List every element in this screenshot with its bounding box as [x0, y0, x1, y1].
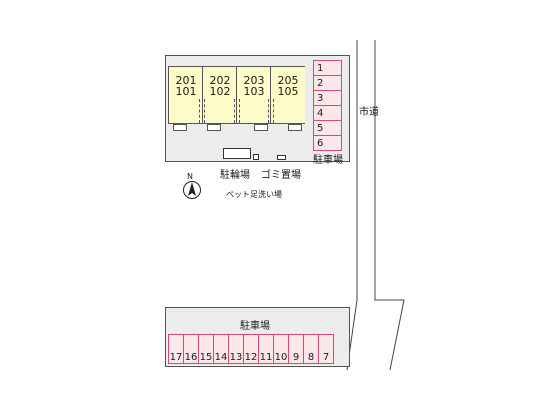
unit-upper: 201 — [175, 74, 197, 87]
parking-space: 17 — [168, 334, 184, 364]
unit-lower: 101 — [175, 85, 197, 98]
parking-north: 1 2 3 4 5 6 — [313, 60, 342, 151]
parking-space: 10 — [273, 334, 289, 364]
unit-upper: 202 — [209, 74, 231, 87]
parking-space: 12 — [243, 334, 259, 364]
unit-3: 203 103 — [237, 67, 271, 123]
parking-space: 5 — [313, 120, 342, 136]
entrance-step — [207, 124, 221, 131]
stair — [268, 99, 274, 123]
parking-space: 11 — [258, 334, 274, 364]
building: 201 101 202 102 203 103 205 105 — [168, 66, 305, 124]
parking-space: 1 — [313, 60, 342, 76]
unit-lower: 105 — [277, 85, 299, 98]
bicycle-label: 駐輪場 — [220, 170, 250, 181]
parking-space: 15 — [198, 334, 214, 364]
parking-south: 17 16 15 14 13 12 11 10 9 8 7 — [168, 334, 339, 364]
road-label: 市道 — [359, 107, 379, 118]
parking-space: 9 — [288, 334, 304, 364]
garbage-label: ゴミ置場 — [261, 170, 301, 181]
unit-4: 205 105 — [271, 67, 305, 123]
parking-space: 16 — [183, 334, 199, 364]
entrance-step — [254, 124, 268, 131]
parking-north-label: 駐車場 — [313, 155, 343, 166]
unit-2: 202 102 — [203, 67, 237, 123]
unit-lower: 102 — [209, 85, 231, 98]
entrance-step — [173, 124, 187, 131]
parking-space: 8 — [303, 334, 319, 364]
north-label: N — [187, 172, 193, 181]
compass-icon — [183, 181, 201, 199]
unit-1: 201 101 — [169, 67, 203, 123]
unit-upper: 203 — [243, 74, 265, 87]
garbage-bin — [253, 154, 259, 160]
pet-wash-label: ペット足洗い場 — [226, 190, 282, 199]
parking-space: 14 — [213, 334, 229, 364]
bicycle-rack — [223, 148, 251, 159]
parking-space: 4 — [313, 105, 342, 121]
stair — [199, 99, 205, 123]
parking-space: 13 — [228, 334, 244, 364]
stair — [234, 99, 240, 123]
pet-wash — [277, 155, 286, 160]
entrance-step — [288, 124, 302, 131]
north-arrow: N — [182, 172, 202, 202]
parking-space: 6 — [313, 135, 342, 151]
parking-space: 7 — [318, 334, 334, 364]
parking-space: 3 — [313, 90, 342, 106]
parking-space: 2 — [313, 75, 342, 91]
unit-lower: 103 — [243, 85, 265, 98]
unit-upper: 205 — [277, 74, 299, 87]
parking-south-label: 駐車場 — [240, 321, 270, 332]
